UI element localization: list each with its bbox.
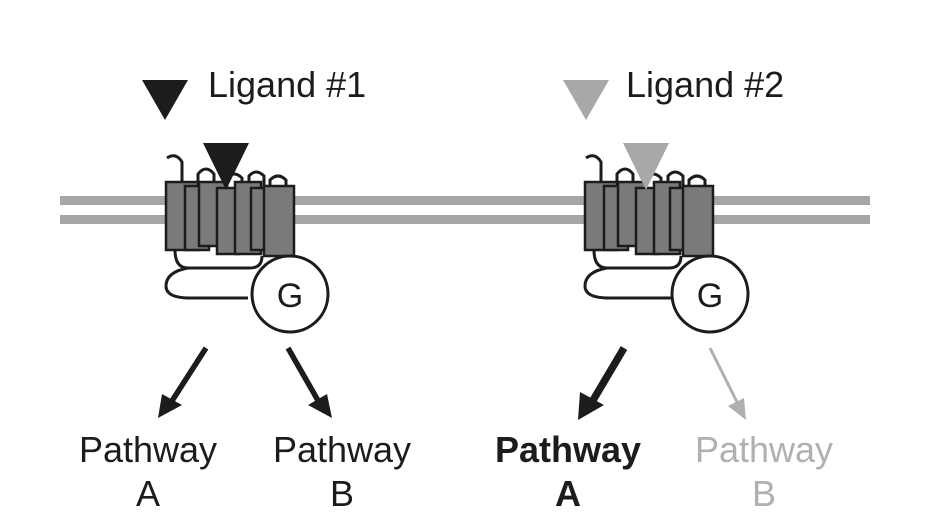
ligand-2-label: Ligand #2 <box>626 64 784 105</box>
cell-membrane <box>60 196 870 224</box>
ligand-2-bound-icon <box>623 143 669 190</box>
receptor-2-intracellular-loops <box>583 249 683 300</box>
g-protein-1-label: G <box>277 277 303 315</box>
pathway-1b-word: Pathway <box>273 429 411 470</box>
ligand-1-triangle-icon <box>142 80 188 120</box>
arrow-2b <box>708 347 746 420</box>
receptor-2-helices <box>583 180 715 258</box>
pathway-2a-word: Pathway <box>495 429 641 470</box>
arrow-1b <box>285 346 332 418</box>
receptor-1-helices <box>164 180 296 258</box>
arrow-1a <box>158 346 209 418</box>
arrow-2a <box>578 346 628 420</box>
g-protein-2-label: G <box>697 277 723 315</box>
pathway-1b-letter: B <box>330 473 354 514</box>
receptor-1-intracellular-loops <box>164 249 264 300</box>
g-protein-1 <box>250 254 330 334</box>
membrane-outer-line <box>60 196 870 205</box>
membrane-inner-line <box>60 215 870 224</box>
ligand-1-bound-icon <box>203 143 249 190</box>
pathway-2a-letter: A <box>555 473 581 514</box>
receptor-1-extracellular-loops <box>166 154 288 188</box>
g-protein-2 <box>670 254 750 334</box>
pathway-2b-letter: B <box>752 473 776 514</box>
pathway-2b-word: Pathway <box>695 429 833 470</box>
ligand-1-label: Ligand #1 <box>208 64 366 105</box>
receptor-1: Ligand #1 G <box>79 64 411 514</box>
receptor-2: Ligand #2 G <box>495 64 833 514</box>
pathway-1a-letter: A <box>136 473 160 514</box>
ligand-2-triangle-icon <box>563 80 609 120</box>
receptor-2-extracellular-loops <box>585 154 707 188</box>
pathway-1a-word: Pathway <box>79 429 217 470</box>
